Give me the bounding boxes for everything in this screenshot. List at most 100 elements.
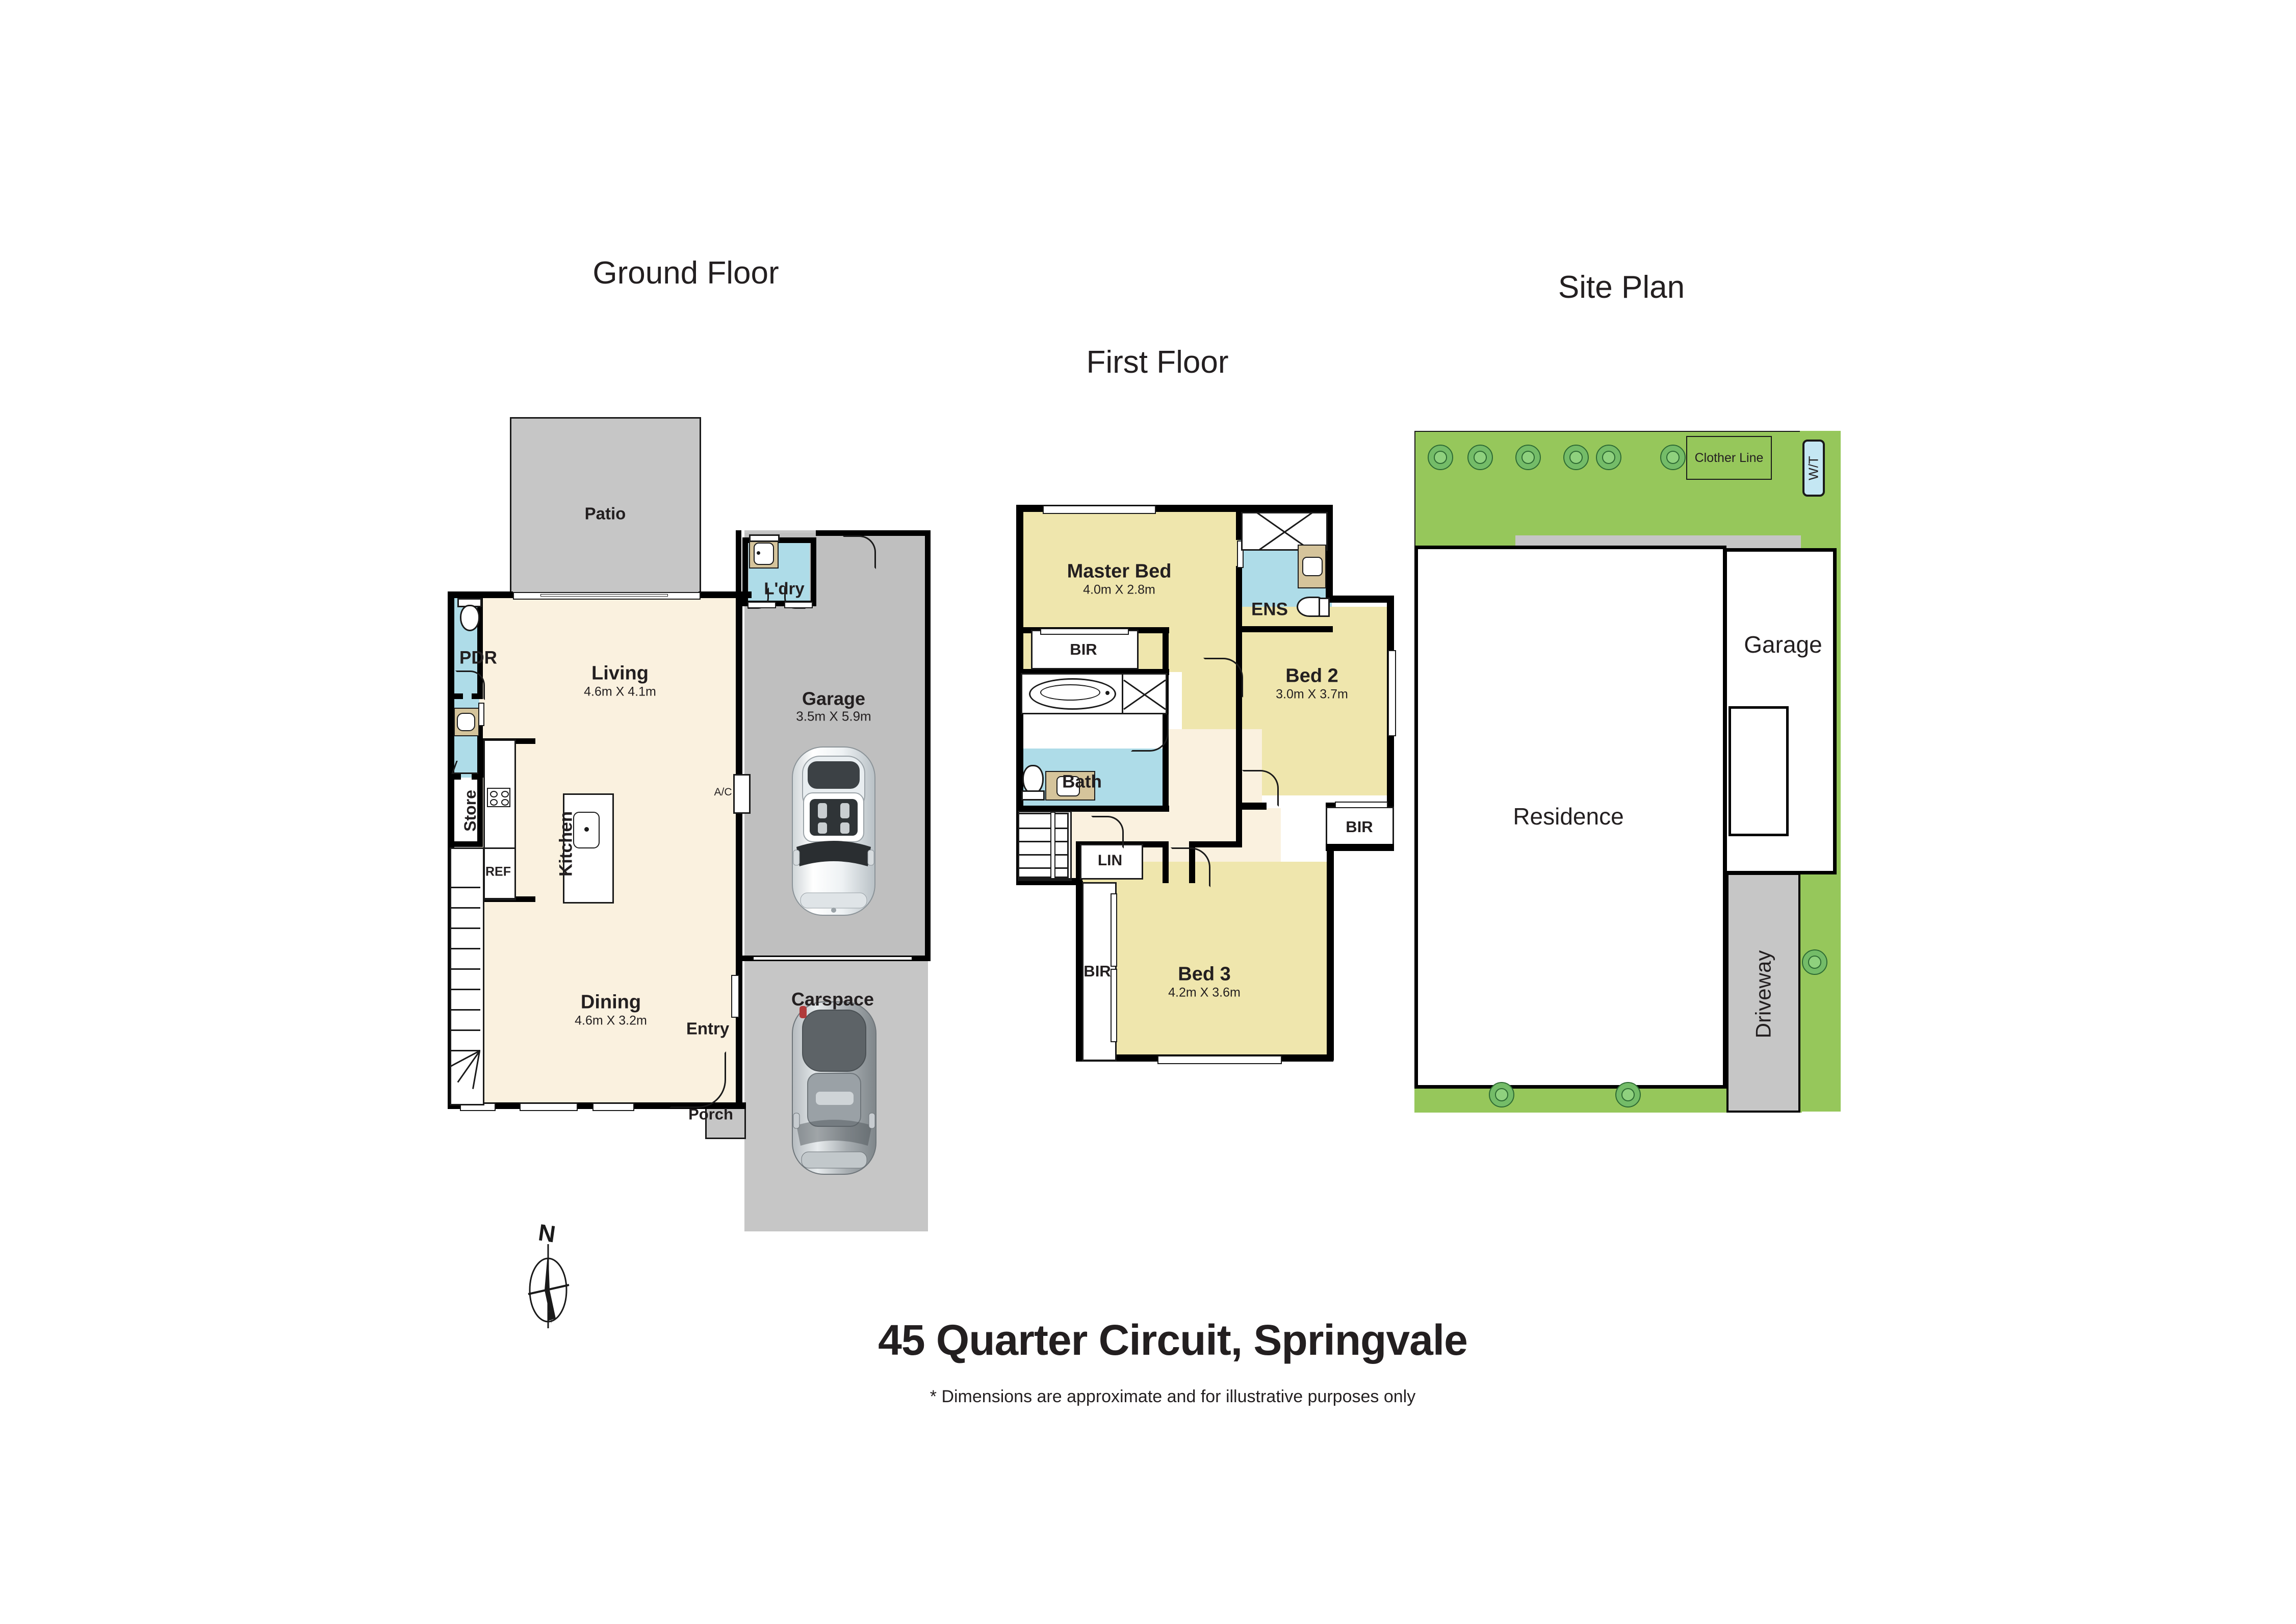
shrub-icon <box>1515 445 1541 470</box>
ff-wall-bed3-right <box>1327 844 1334 1061</box>
ff-wall-top-right <box>1236 505 1333 512</box>
bir-bed3-track-a <box>1111 893 1117 967</box>
garage-label: Garage 3.5m X 5.9m <box>796 688 871 724</box>
bed3-label: Bed 3 4.2m X 3.6m <box>1168 963 1241 1000</box>
bed3-floor <box>1081 862 1333 1061</box>
ff-wall-master-right <box>1163 627 1169 673</box>
shrub-icon <box>1802 949 1827 975</box>
ens-toilet-icon <box>1297 597 1322 617</box>
window-bed3 <box>1157 1055 1282 1064</box>
ground-floor-plan: Patio <box>0 0 1020 1275</box>
window-dining-c <box>592 1103 634 1111</box>
lin-box <box>1080 844 1143 880</box>
shrub-icon <box>1489 1082 1514 1107</box>
patio-area <box>510 417 701 596</box>
bed2-floor <box>1239 607 1393 795</box>
ff-wall-ens-bottom <box>1236 626 1333 632</box>
residence-label: Residence <box>1513 803 1624 830</box>
ac-unit <box>733 774 751 814</box>
wall-garage-top <box>816 530 931 536</box>
first-floor-heading: First Floor <box>1086 345 1229 380</box>
pdr-basin-icon <box>457 713 475 731</box>
wall-pdr-right-upper <box>477 591 483 698</box>
shrub-icon <box>1467 445 1493 470</box>
wall-ldry-right <box>811 537 816 606</box>
ff-wall-bed2-left <box>1236 626 1242 805</box>
store-area <box>451 779 479 845</box>
ff-wall-bed2-top <box>1326 596 1394 603</box>
bed3-entry-swing <box>1171 847 1210 887</box>
shrub-icon <box>1596 445 1621 470</box>
bath-basin-icon <box>1056 776 1080 796</box>
bath-cistern <box>1021 790 1045 801</box>
bir-bed2-track <box>1335 802 1388 808</box>
bir-bed3-track-b <box>1111 969 1117 1042</box>
laundry-sill-b <box>784 602 813 608</box>
shrub-icon <box>1615 1082 1641 1107</box>
bath-toilet-icon <box>1022 765 1044 794</box>
ff-wall-bed3-top <box>1189 841 1240 847</box>
stair-balustrade <box>1050 812 1055 879</box>
wall-pdr-door-jamb-a <box>448 693 463 699</box>
pdr-toilet-icon <box>460 605 480 631</box>
ens-basin-icon <box>1302 557 1323 576</box>
bed2-label: Bed 2 3.0m X 3.7m <box>1276 665 1348 702</box>
ff-staircase <box>1018 813 1069 878</box>
ff-wall-ens-left-b <box>1236 566 1242 632</box>
bath-label: Bath <box>1062 771 1102 792</box>
ens-label: ENS <box>1251 599 1288 620</box>
clothes-line-box <box>1686 436 1772 480</box>
water-tank <box>1802 440 1825 497</box>
ac-label: A/C <box>714 786 732 798</box>
ens-cistern <box>1319 598 1330 617</box>
ff-wall-bath-bottom <box>1016 806 1169 812</box>
window-dining-b <box>520 1103 578 1111</box>
shrub-icon <box>1563 445 1589 470</box>
dining-label: Dining 4.6m X 3.2m <box>575 991 647 1028</box>
sink-drain-icon <box>584 827 589 832</box>
ff-wall-bed3-topright <box>1236 810 1242 847</box>
patio-label: Patio <box>584 504 626 523</box>
pdr-label: PDR <box>459 648 497 668</box>
ff-wall-bed3-left <box>1076 881 1083 1061</box>
wall-ldry-bottom <box>742 601 816 606</box>
laundry-splashback <box>749 534 780 542</box>
bir-master-box <box>1031 630 1139 669</box>
ff-wall-bed2-bottom-b <box>1236 803 1267 810</box>
wall-store-top-a <box>448 774 461 780</box>
carspace-label: Carspace <box>791 988 874 1010</box>
cooktop-icon <box>487 788 510 807</box>
laundry-sill-a <box>747 602 776 608</box>
window-hall <box>478 703 484 726</box>
ens-shower <box>1241 512 1328 551</box>
shrub-icon <box>1660 445 1686 470</box>
bir-master-track <box>1040 628 1129 635</box>
site-garage-label: Garage <box>1744 631 1822 658</box>
driveway-area <box>1726 873 1800 1113</box>
clothes-line-label: Clother Line <box>1694 451 1764 465</box>
site-plan-heading: Site Plan <box>1558 270 1685 305</box>
porch-label: Porch <box>688 1105 733 1123</box>
entry-label: Entry <box>686 1019 730 1038</box>
shrub-icon <box>1428 445 1453 470</box>
bir-bed2-label: BIR <box>1346 818 1373 836</box>
wall-store-right <box>477 779 483 846</box>
master-bed-label: Master Bed 4.0m X 2.8m <box>1067 560 1172 597</box>
disclaimer-text: * Dimensions are approximate and for ill… <box>930 1387 1416 1406</box>
garage-roller-door <box>754 957 912 960</box>
laundry-label: L'dry <box>764 579 805 598</box>
first-floor-plan: BIR LIN <box>0 0 1479 1275</box>
wall-garage-left <box>736 530 741 961</box>
bath-door-swing <box>1131 714 1169 752</box>
wall-store-bottom <box>448 841 483 847</box>
ff-wall-lin-right <box>1163 841 1169 883</box>
wall-garage-right <box>925 530 931 961</box>
svg-text:N: N <box>537 1219 557 1247</box>
page-title: 45 Quarter Circuit, Springvale <box>878 1316 1468 1364</box>
car-in-carspace <box>792 1001 876 1175</box>
window-bed2 <box>1388 650 1396 736</box>
wall-kitchen-nib <box>479 741 485 778</box>
ground-floor-heading: Ground Floor <box>592 255 779 291</box>
north-arrow-icon: N <box>528 1219 570 1328</box>
